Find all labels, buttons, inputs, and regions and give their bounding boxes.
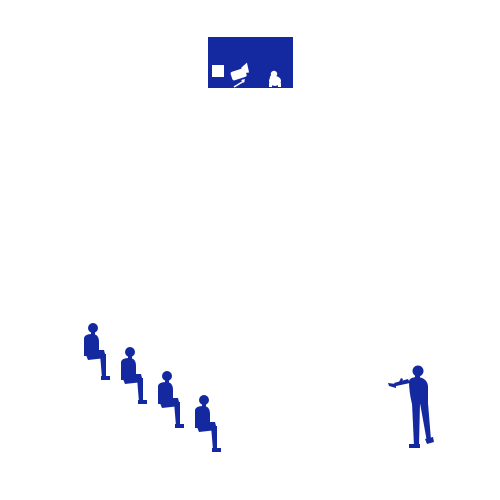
projection-screen <box>208 37 293 88</box>
presenter <box>388 365 434 448</box>
audience <box>84 323 221 452</box>
seated-person <box>121 347 147 404</box>
square-icon <box>212 65 224 77</box>
dog-icon <box>269 70 281 87</box>
seated-person <box>84 323 110 380</box>
seated-person <box>158 371 184 428</box>
seated-person <box>195 395 221 452</box>
camera-icon <box>230 62 250 81</box>
arrow-icon <box>233 79 245 88</box>
